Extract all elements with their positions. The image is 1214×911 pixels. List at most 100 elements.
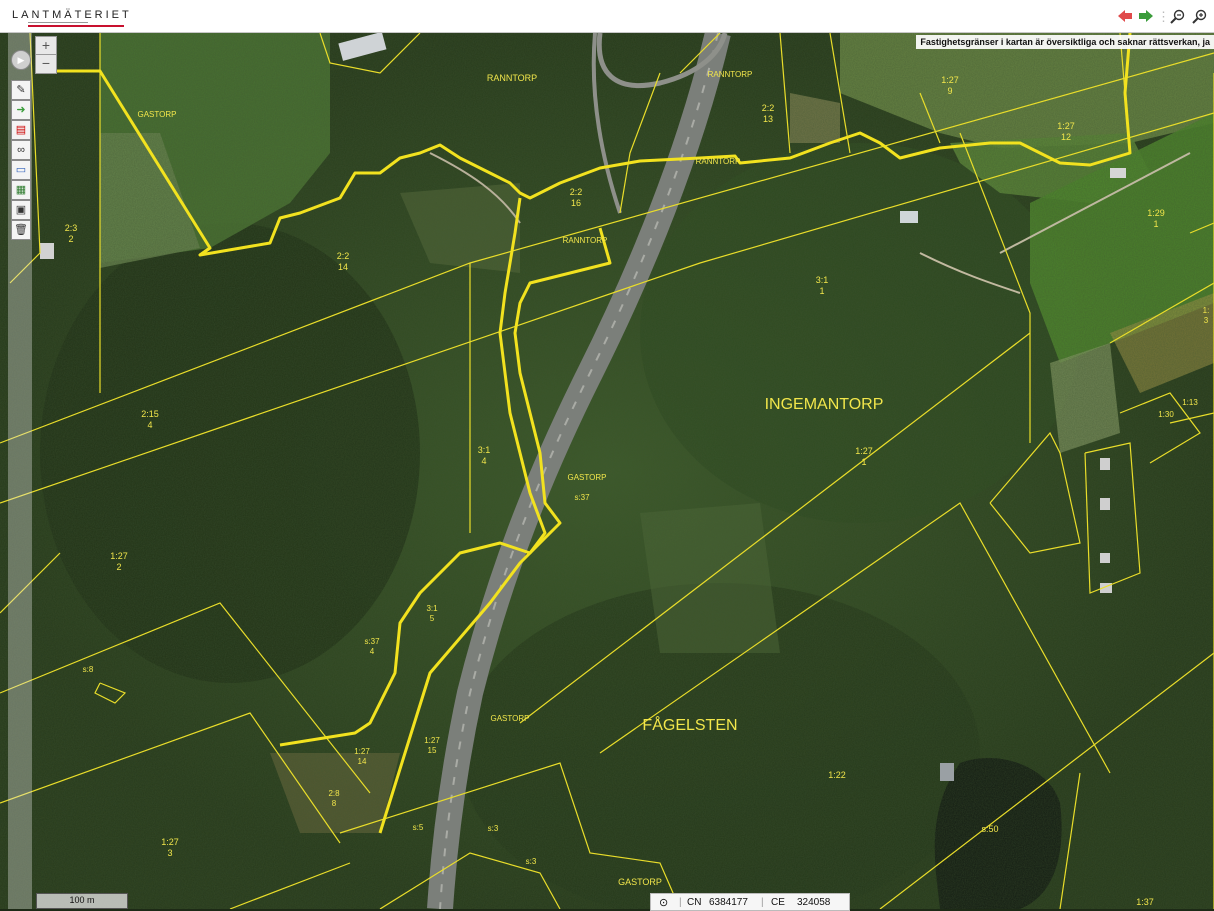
building: [1100, 458, 1110, 470]
binoculars-icon[interactable]: ∞: [11, 140, 31, 160]
trash-icon[interactable]: 🗑: [11, 220, 31, 240]
map-labels: RANNTORP RANNTORP RANNTORP RANNTORP GAST…: [65, 70, 1210, 907]
parcel-number: 1:27: [855, 446, 873, 456]
parcel-number: 1:30: [1158, 410, 1174, 419]
minor-road: [429, 152, 521, 224]
parcel-number: 1:27: [354, 747, 370, 756]
magnifier-plus-icon[interactable]: [1190, 9, 1208, 25]
ramp: [591, 33, 622, 214]
label-fagelsten: FÅGELSTEN: [642, 715, 737, 734]
boundary-line: [599, 502, 1111, 774]
boundary-line: [319, 33, 421, 74]
parcel-number: 1: [819, 286, 824, 296]
logo-underline: [28, 22, 88, 23]
zoom-in-button[interactable]: +: [35, 36, 57, 56]
boundary-line: [9, 33, 41, 284]
parcel-number: 3: [167, 848, 172, 858]
parcel-number: 3:1: [478, 445, 491, 455]
building: [40, 243, 54, 259]
parcel-number: 3: [1204, 316, 1209, 325]
building: [940, 763, 954, 781]
parcel-number: 2:8: [328, 789, 340, 798]
play-icon[interactable]: ▶: [11, 50, 31, 70]
boundary-line: [1109, 282, 1214, 344]
toolbar-divider: ⋮: [1157, 9, 1170, 24]
minor-road: [919, 252, 1021, 294]
boundary-line: [229, 862, 351, 909]
aerial-map[interactable]: RANNTORP RANNTORP RANNTORP RANNTORP GAST…: [0, 33, 1214, 909]
boundary-line: [379, 852, 561, 909]
layers-icon[interactable]: ▭: [11, 160, 31, 180]
parcel-number: 12: [1061, 132, 1071, 142]
parcel-number: s:5: [413, 823, 424, 832]
map-canvas[interactable]: RANNTORP RANNTORP RANNTORP RANNTORP GAST…: [0, 33, 1214, 909]
parcel-number: 4: [370, 647, 375, 656]
parcel-number: 1: [1153, 219, 1158, 229]
parcel-number: 4: [147, 420, 152, 430]
parcel-number: 3:1: [816, 275, 829, 285]
arrow-right-icon[interactable]: [1137, 9, 1155, 25]
parcel-number: 1:29: [1147, 208, 1165, 218]
crosshair-icon[interactable]: ⊙: [659, 897, 669, 909]
lantmateriet-logo[interactable]: LANTMÄTERIET: [12, 9, 132, 21]
building: [1100, 553, 1110, 563]
parcel-number: 2: [116, 562, 121, 572]
boundary-line: [0, 602, 371, 794]
label-gastorp: GASTORP: [568, 473, 607, 482]
document-icon[interactable]: ▤: [11, 120, 31, 140]
parcel-number: s:8: [83, 665, 94, 674]
arrow-left-icon[interactable]: [1116, 9, 1134, 25]
boundary-line: [829, 33, 851, 154]
label-ingemantorp: INGEMANTORP: [765, 396, 884, 413]
boundary-line: [339, 762, 681, 909]
parcel-number: 1:27: [161, 837, 179, 847]
parcel-number: 2:2: [762, 103, 775, 113]
highlighted-boundaries: [40, 33, 1132, 834]
building: [1100, 498, 1110, 510]
boundary-line: [1169, 412, 1214, 424]
boundary-line: [959, 132, 1031, 443]
parcel-number: s:37: [574, 493, 590, 502]
pan-icon[interactable]: ✎: [11, 80, 31, 100]
redo-icon[interactable]: ➜: [11, 100, 31, 120]
label-ranntorp: RANNTORP: [563, 236, 608, 245]
label-ranntorp: RANNTORP: [708, 70, 753, 79]
boundary-line: [519, 332, 1031, 724]
logo-accent-line: [28, 25, 124, 27]
boundary-line: [619, 72, 661, 214]
parcel-number: 1:27: [1057, 121, 1075, 131]
highlighted-boundary-north: [40, 33, 1132, 257]
highlighted-boundary-west: [279, 197, 547, 747]
parcel-number: 16: [571, 198, 581, 208]
overview-icon[interactable]: ▦: [11, 180, 31, 200]
boundary-line: [779, 33, 791, 154]
parcel-number: s:50: [981, 824, 998, 834]
property-boundaries: [0, 33, 1214, 909]
label-ranntorp: RANNTORP: [487, 73, 537, 83]
parcel-number: 2:2: [337, 251, 350, 261]
cn-value: 6384177: [709, 897, 748, 908]
parcel-number: 8: [332, 799, 337, 808]
boundary-parcel: [1119, 392, 1201, 464]
boundary-line: [879, 652, 1214, 909]
coordinate-readout: ⊙ | CN 6384177 | CE 324058: [650, 893, 850, 911]
label-gastorp: GASTORP: [618, 877, 662, 887]
parcel-number: 1:13: [1182, 398, 1198, 407]
parcel-number: 1:: [1203, 306, 1210, 315]
parcel-number: 1: [861, 457, 866, 467]
parcel-number: 1:27: [110, 551, 128, 561]
print-icon[interactable]: ▣: [11, 200, 31, 220]
zoom-out-button[interactable]: −: [35, 54, 57, 74]
magnifier-minus-icon[interactable]: [1168, 9, 1186, 25]
parcel-number: 1:27: [424, 736, 440, 745]
parcel-number: 15: [428, 746, 437, 755]
parcel-number: 14: [338, 262, 348, 272]
parcel-number: 9: [947, 86, 952, 96]
parcel-number: s:3: [526, 857, 537, 866]
parcel-number: 1:22: [828, 770, 846, 780]
interchange-ramp: [596, 33, 728, 89]
boundary-line: [1059, 772, 1081, 909]
header-bar: LANTMÄTERIET ⋮: [0, 0, 1214, 33]
highlighted-boundary-segment: [199, 246, 211, 257]
scalebar-label: 100 m: [69, 895, 95, 905]
